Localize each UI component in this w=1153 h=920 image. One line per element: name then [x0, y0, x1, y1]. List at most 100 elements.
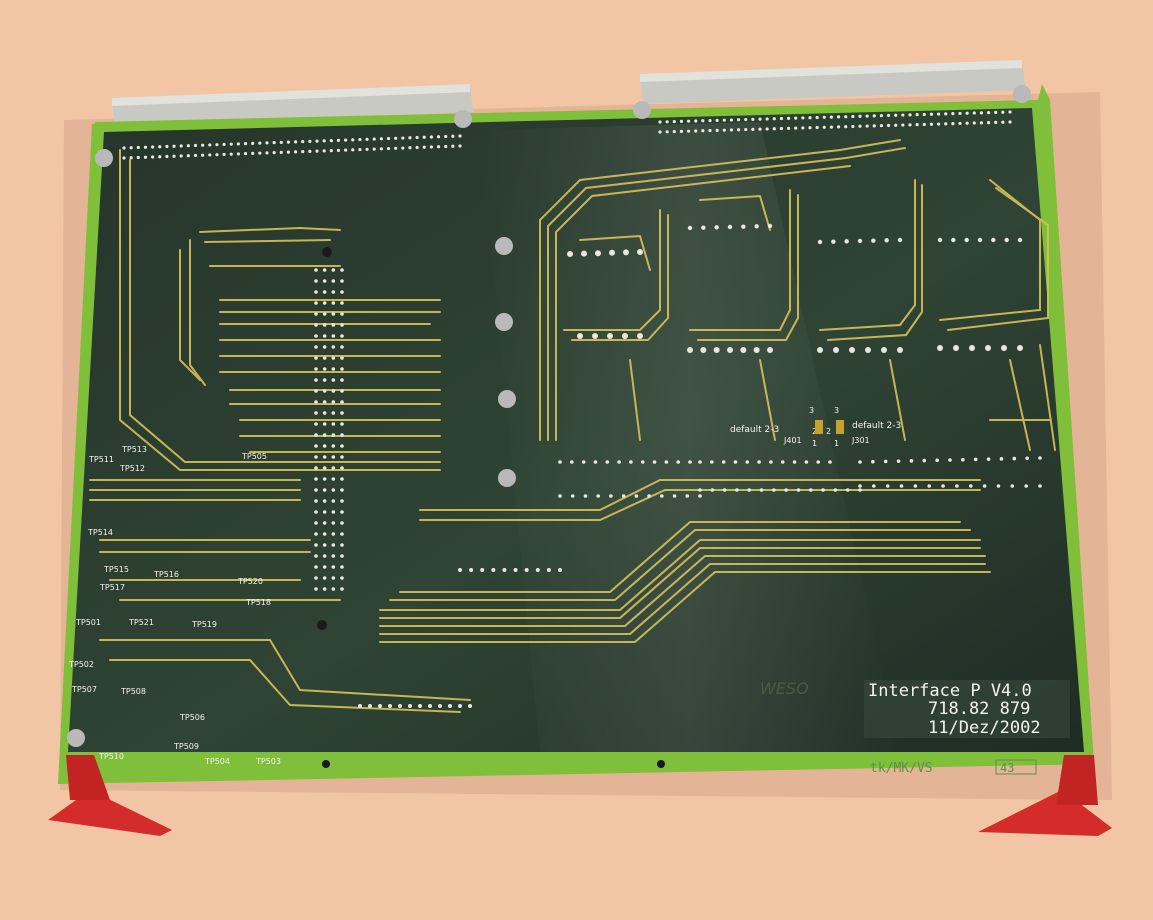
pad — [753, 347, 760, 353]
pad — [322, 367, 327, 371]
pad — [365, 137, 369, 141]
pad — [969, 345, 975, 351]
pad — [986, 457, 991, 461]
pad — [865, 347, 871, 353]
pad — [872, 124, 876, 128]
pad — [251, 141, 255, 146]
pad — [915, 113, 919, 117]
pad — [647, 494, 651, 498]
test-point-label: TP506 — [179, 713, 205, 722]
pad — [286, 140, 291, 144]
pad — [700, 347, 707, 353]
pad — [965, 111, 969, 115]
pad — [1008, 120, 1012, 124]
pad — [422, 135, 426, 139]
pad — [833, 347, 839, 353]
pad — [458, 704, 462, 708]
pad — [386, 136, 391, 141]
test-point-label: TP512 — [119, 464, 145, 473]
pad — [658, 120, 662, 124]
pad — [408, 146, 412, 150]
pad — [951, 122, 955, 126]
pad — [331, 290, 336, 294]
pad — [340, 334, 344, 338]
pad — [340, 301, 344, 305]
pad — [637, 249, 643, 255]
pad — [314, 334, 318, 338]
glare — [480, 122, 900, 752]
pad — [379, 147, 383, 151]
pad — [322, 139, 326, 143]
pad — [331, 521, 336, 525]
pad — [331, 268, 336, 272]
pad — [972, 121, 976, 125]
pad — [801, 116, 805, 120]
title-block: Interface P V4.0 718.82 879 11/Dez/2002 — [864, 680, 1070, 738]
svg-text:J401: J401 — [783, 436, 802, 445]
pad — [394, 146, 398, 150]
pad — [858, 484, 862, 488]
pad — [229, 142, 233, 146]
pad — [915, 123, 919, 127]
pad — [821, 488, 825, 492]
pad — [314, 455, 318, 459]
pad — [986, 111, 991, 115]
pad — [436, 135, 441, 139]
pad — [886, 113, 891, 118]
pad — [817, 347, 823, 353]
pad — [687, 225, 693, 231]
pad — [331, 367, 336, 371]
pad — [944, 112, 948, 116]
pad — [340, 356, 344, 360]
pad — [701, 129, 705, 133]
pad — [165, 144, 169, 149]
pad — [208, 143, 212, 147]
pad — [808, 116, 812, 120]
pad — [714, 225, 719, 230]
pad — [331, 587, 336, 591]
pad — [871, 459, 875, 464]
pad — [955, 484, 959, 488]
svg-text:J301: J301 — [851, 436, 870, 445]
svg-text:1: 1 — [812, 439, 817, 448]
pad — [759, 488, 764, 492]
pad — [331, 532, 336, 536]
pad — [322, 411, 327, 415]
pad — [408, 136, 412, 140]
pad — [687, 347, 693, 353]
pad — [772, 488, 776, 492]
pad — [744, 127, 748, 132]
pad — [322, 268, 327, 272]
pad — [336, 138, 341, 142]
pad — [701, 119, 705, 123]
pad — [301, 140, 305, 144]
pad — [872, 484, 876, 488]
pad — [340, 576, 344, 580]
pad — [322, 433, 327, 437]
pad — [937, 237, 943, 243]
pad — [438, 704, 442, 708]
pad — [722, 128, 726, 132]
pad — [979, 111, 984, 115]
pad — [567, 251, 573, 257]
pad — [1001, 120, 1005, 124]
pad — [272, 151, 276, 155]
pad — [314, 554, 318, 558]
test-point-label: TP514 — [87, 528, 113, 537]
pad — [922, 458, 927, 463]
pad — [428, 704, 432, 708]
pad — [322, 455, 327, 459]
pad — [844, 239, 849, 244]
pad — [279, 140, 283, 144]
pad — [694, 119, 698, 123]
pad — [329, 148, 333, 153]
ejector-left — [48, 755, 172, 836]
pad — [314, 433, 318, 437]
ejector-right — [978, 755, 1112, 836]
pad — [686, 129, 691, 133]
pad — [727, 224, 733, 230]
pad — [609, 249, 615, 256]
pad — [694, 129, 698, 133]
pad — [314, 521, 318, 525]
pad — [340, 345, 344, 349]
